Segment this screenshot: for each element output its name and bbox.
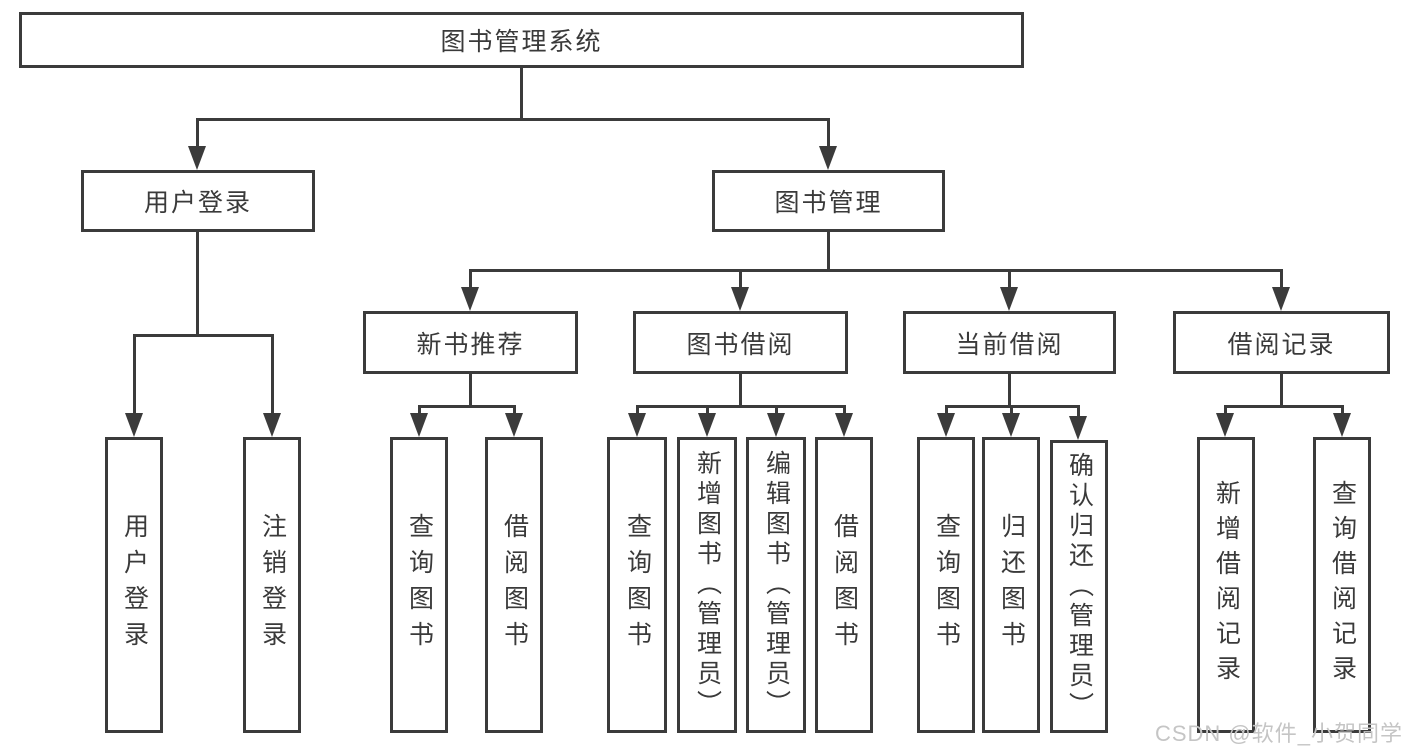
- connector-vline: [827, 232, 830, 271]
- arrowhead-down-icon: [1002, 413, 1020, 437]
- node-edit-book-admin: 编辑图书（管理员）: [746, 437, 806, 733]
- connector-hline: [636, 405, 846, 408]
- node-return-book: 归还图书: [982, 437, 1040, 733]
- node-confirm-return-admin: 确认归还（管理员）: [1050, 440, 1108, 733]
- node-borrowing-records: 借阅记录: [1173, 311, 1390, 374]
- node-add-borrow-record: 新增借阅记录: [1197, 437, 1255, 733]
- node-book-management: 图书管理: [712, 170, 945, 232]
- csdn-watermark: CSDN @软件_小贺同学: [1154, 721, 1403, 746]
- node-query-books-borrowing: 查询图书: [607, 437, 667, 733]
- arrowhead-down-icon: [628, 413, 646, 437]
- arrowhead-down-icon: [410, 413, 428, 437]
- connector-vline: [196, 119, 199, 150]
- leaf-label: 归还图书: [997, 513, 1026, 657]
- arrowhead-down-icon: [461, 287, 479, 311]
- connector-vline: [469, 271, 472, 292]
- leaf-label: 新增借阅记录: [1212, 480, 1241, 690]
- connector-hline: [1224, 405, 1344, 408]
- node-library-management-system: 图书管理系统: [19, 12, 1024, 68]
- node-user-login-leaf: 用户登录: [105, 437, 163, 733]
- arrowhead-down-icon: [1000, 287, 1018, 311]
- leaf-label: 查询图书: [405, 513, 434, 657]
- arrowhead-down-icon: [1272, 287, 1290, 311]
- arrowhead-down-icon: [731, 287, 749, 311]
- connector-vline: [1008, 374, 1011, 407]
- node-borrow-books-borrowing: 借阅图书: [815, 437, 873, 733]
- arrowhead-down-icon: [505, 413, 523, 437]
- arrowhead-down-icon: [1069, 416, 1087, 440]
- arrowhead-down-icon: [263, 413, 281, 437]
- node-book-borrowing: 图书借阅: [633, 311, 848, 374]
- node-current-borrowing: 当前借阅: [903, 311, 1116, 374]
- arrowhead-down-icon: [698, 413, 716, 437]
- node-query-borrow-record: 查询借阅记录: [1313, 437, 1371, 733]
- connector-vline: [271, 336, 274, 419]
- leaf-label: 编辑图书（管理员）: [762, 450, 791, 720]
- connector-vline: [520, 67, 523, 119]
- node-query-books-newbook: 查询图书: [390, 437, 448, 733]
- arrowhead-down-icon: [188, 146, 206, 170]
- arrowhead-down-icon: [937, 413, 955, 437]
- leaf-label: 查询借阅记录: [1328, 480, 1357, 690]
- connector-vline: [1077, 407, 1080, 421]
- leaf-label: 新增图书（管理员）: [693, 450, 722, 720]
- connector-hline: [418, 405, 516, 408]
- node-query-books-current: 查询图书: [917, 437, 975, 733]
- leaf-label: 查询图书: [932, 513, 961, 657]
- node-new-book-recommendation: 新书推荐: [363, 311, 578, 374]
- arrowhead-down-icon: [835, 413, 853, 437]
- connector-vline: [739, 374, 742, 407]
- leaf-label: 借阅图书: [500, 513, 529, 657]
- node-borrow-books-newbook: 借阅图书: [485, 437, 543, 733]
- node-add-book-admin: 新增图书（管理员）: [677, 437, 737, 733]
- arrowhead-down-icon: [819, 146, 837, 170]
- connector-hline: [133, 334, 274, 337]
- connector-hline: [469, 269, 1283, 272]
- connector-vline: [469, 374, 472, 407]
- connector-vline: [133, 336, 136, 419]
- arrowhead-down-icon: [1333, 413, 1351, 437]
- leaf-label: 注销登录: [258, 513, 287, 657]
- arrowhead-down-icon: [125, 413, 143, 437]
- leaf-label: 确认归还（管理员）: [1065, 451, 1094, 722]
- leaf-label: 借阅图书: [830, 513, 859, 657]
- connector-vline: [196, 232, 199, 336]
- leaf-label: 查询图书: [623, 513, 652, 657]
- node-user-login: 用户登录: [81, 170, 315, 232]
- connector-hline: [945, 405, 1080, 408]
- connector-hline: [196, 118, 830, 121]
- connector-vline: [1008, 271, 1011, 292]
- connector-vline: [1280, 271, 1283, 292]
- arrowhead-down-icon: [1216, 413, 1234, 437]
- connector-vline: [827, 119, 830, 150]
- connector-vline: [739, 271, 742, 292]
- leaf-label: 用户登录: [120, 513, 149, 657]
- node-logout: 注销登录: [243, 437, 301, 733]
- connector-vline: [1280, 374, 1283, 407]
- arrowhead-down-icon: [767, 413, 785, 437]
